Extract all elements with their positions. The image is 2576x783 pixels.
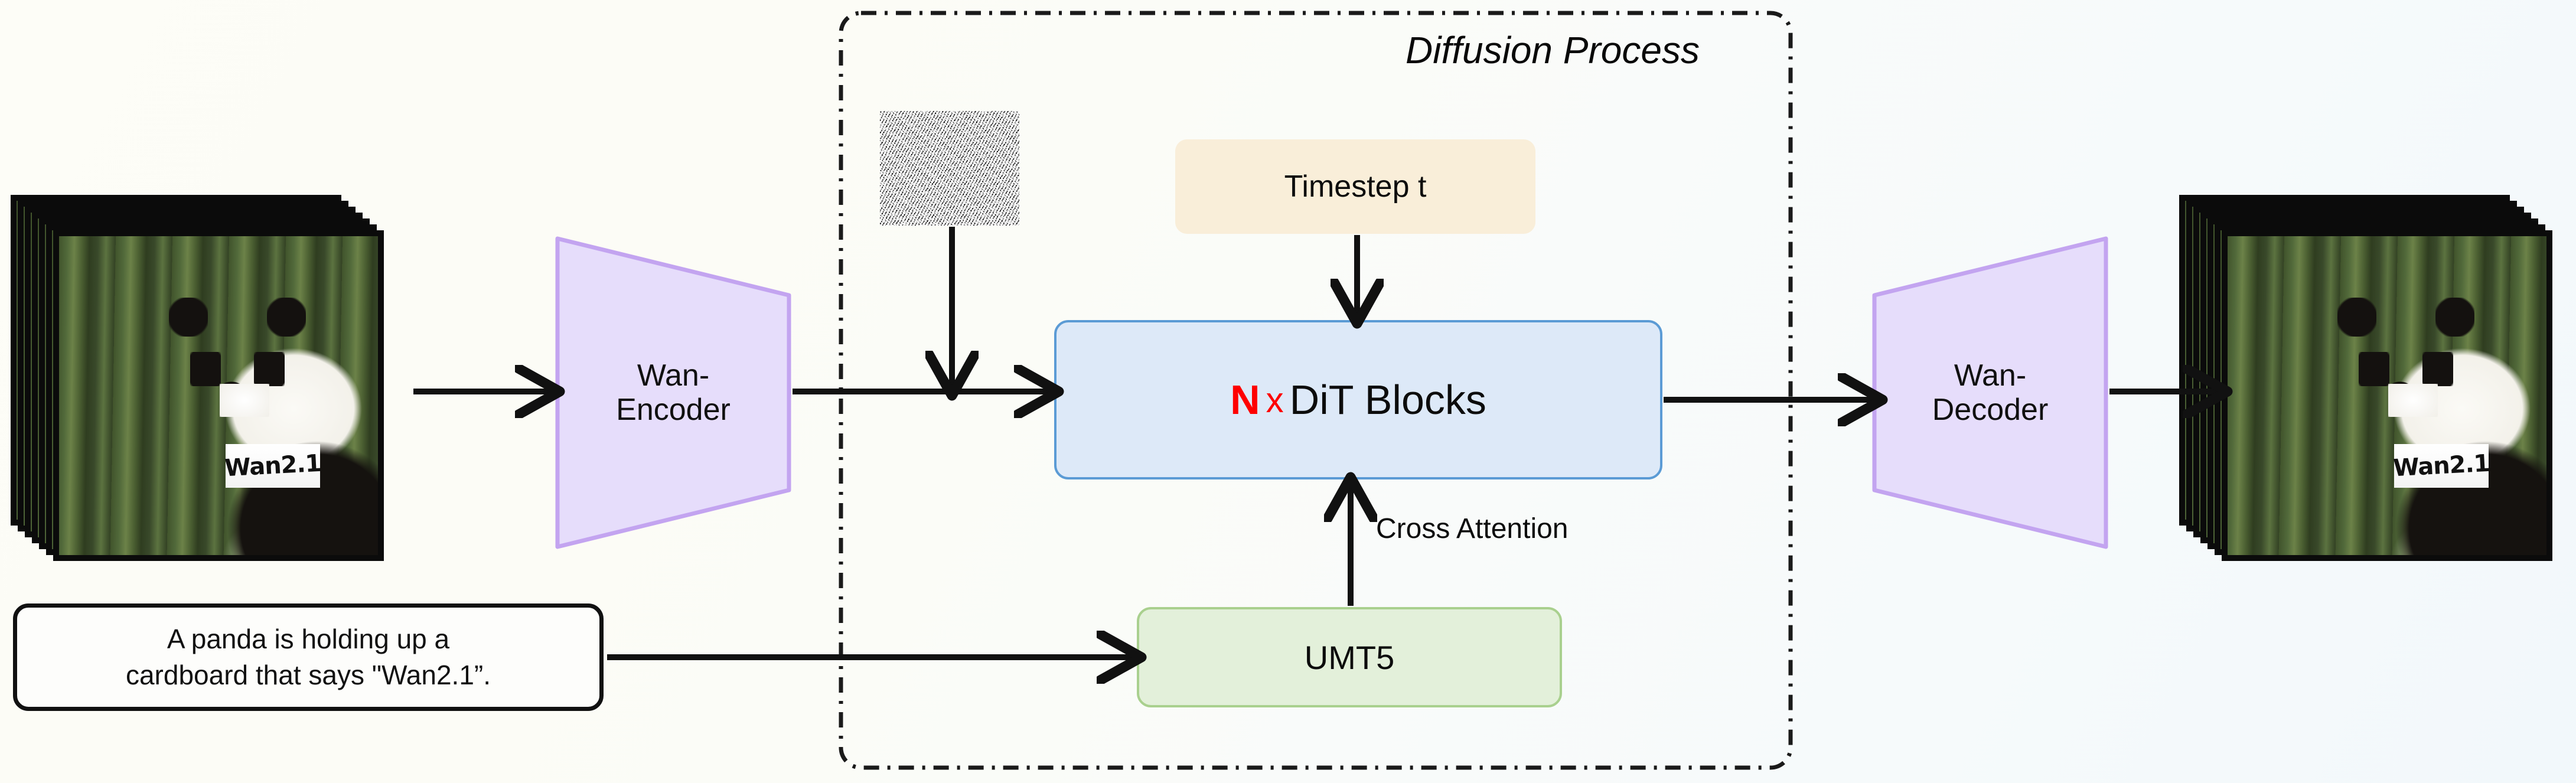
- timestep-box[interactable]: Timestep t: [1175, 139, 1535, 234]
- cross-attention-label: Cross Attention: [1376, 513, 1569, 544]
- wan-encoder-block[interactable]: Wan- Encoder: [555, 236, 791, 549]
- wan-encoder-label-line1: Wan-: [637, 358, 710, 393]
- timestep-label: Timestep t: [1284, 169, 1427, 204]
- wan-encoder-label-line2: Encoder: [616, 393, 731, 427]
- wan-decoder-block[interactable]: Wan- Decoder: [1872, 236, 2108, 549]
- prompt-line-1: A panda is holding up a: [167, 624, 450, 655]
- frame: Wan2.1: [2222, 230, 2552, 561]
- umt5-label: UMT5: [1304, 638, 1395, 676]
- umt5-text-encoder-box[interactable]: UMT5: [1137, 607, 1562, 707]
- dit-blocks-label: DiT Blocks: [1289, 377, 1486, 423]
- input-video-frames: Wan2.1: [11, 195, 389, 573]
- prompt-text-box[interactable]: A panda is holding up a cardboard that s…: [13, 603, 604, 711]
- dit-blocks-box[interactable]: N x DiT Blocks: [1054, 320, 1662, 479]
- dit-multiply-symbol: x: [1266, 380, 1284, 420]
- diffusion-process-label: Diffusion Process: [1406, 29, 1700, 71]
- wan-decoder-label-line1: Wan-: [1954, 358, 2027, 393]
- wan-decoder-label-line2: Decoder: [1932, 393, 2049, 427]
- noise-latent-patch: [880, 111, 1019, 226]
- dit-repeat-count: N: [1230, 377, 1260, 423]
- prompt-line-2: cardboard that says "Wan2.1”.: [125, 660, 491, 690]
- output-video-frames: Wan2.1: [2179, 195, 2557, 573]
- frame: Wan2.1: [53, 230, 384, 561]
